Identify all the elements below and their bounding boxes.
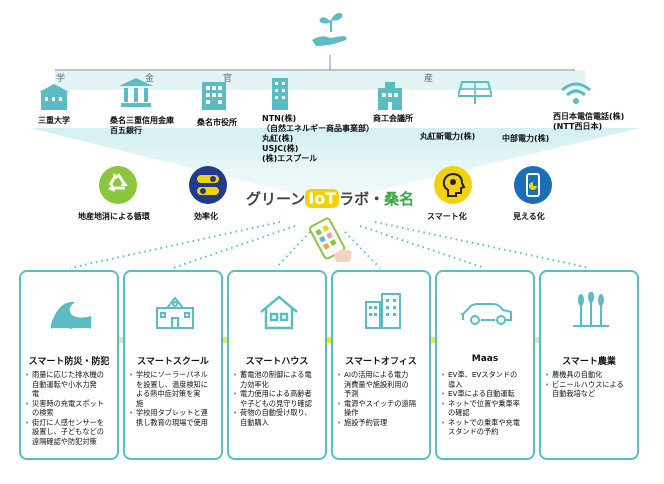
bank-icon	[119, 78, 153, 107]
list-item: EV車、EVスタンドの 導入	[441, 370, 533, 389]
org-ntt-west: 西日本電信電話(株)(NTT西日本)	[553, 112, 625, 131]
list-item: 電力使用による高齢者 や子どもの見守り確認	[233, 389, 325, 408]
tower-building-icon	[272, 78, 288, 110]
card-title: スマートハウス	[245, 357, 309, 367]
list-item: 荷物の自動受け取り、 自動購入	[233, 408, 325, 427]
card-smart-agriculture: スマート農業 農機具の自動化 ビニールハウスによる 自動栽培など	[539, 270, 639, 460]
org-marubeni-power: 丸紅新電力(株)	[420, 132, 476, 141]
card-item-list: 雨量に応じた排水機の 自動運転や小水力発 電 災害時の充電スポット の検索 街灯…	[25, 370, 117, 446]
list-item: ネットでの乗車や充電 スタンドの予約	[441, 418, 533, 437]
org-chubu-electric: 中部電力(株)	[502, 134, 550, 143]
list-item: ネットで位置や乗車率 の確認	[441, 399, 533, 418]
list-item: 蓄電池の制御による電 力効率化	[233, 370, 325, 389]
card-item-list: 農機具の自動化 ビニールハウスによる 自動栽培など	[545, 370, 637, 399]
org-mie-university: 三重大学	[38, 116, 70, 125]
sector-finance: 金	[145, 74, 155, 84]
card-item-list: AIの活用による電力 消費量や施設利用の 予測 電源やスイッチの遠隔 操作 施設…	[337, 370, 429, 427]
wheat-icon	[573, 292, 609, 327]
list-item: 雨量に応じた排水機の 自動運転や小水力発 電	[25, 370, 117, 399]
toggle-switch-icon	[189, 166, 227, 204]
wave-icon	[50, 301, 92, 330]
chamber-building-icon	[378, 82, 402, 110]
sector-academia: 学	[56, 74, 66, 84]
card-title: スマート防災・防犯	[28, 357, 110, 367]
card-item-list: 蓄電池の制御による電 力効率化 電力使用による高齢者 や子どもの見守り確認 荷物…	[233, 370, 325, 427]
sector-industry: 産	[424, 74, 434, 84]
card-item-list: 学校にソーラーパネル を設置し、温度検知に よる熱中症対策を実 施 学校用タブレ…	[129, 370, 221, 427]
card-title: スマートスクール	[137, 357, 209, 367]
list-item: 災害時の充電スポット の検索	[25, 399, 117, 418]
benefit-efficiency: 効率化	[194, 212, 218, 221]
mobile-chart-icon	[514, 166, 552, 204]
benefit-visualization: 見える化	[513, 212, 545, 221]
list-item: EV車による自動運転	[441, 389, 533, 399]
card-smart-house: スマートハウス 蓄電池の制御による電 力効率化 電力使用による高齢者 や子どもの…	[227, 270, 327, 460]
card-title: スマート農業	[562, 357, 616, 367]
org-chamber-of-commerce: 商工会議所	[373, 114, 413, 123]
card-smart-school: スマートスクール 学校にソーラーパネル を設置し、温度検知に よる熱中症対策を実…	[123, 270, 223, 460]
list-item: AIの活用による電力 消費量や施設利用の 予測	[337, 370, 429, 399]
hand-sprout-icon	[312, 12, 347, 46]
card-smart-office: スマートオフィス AIの活用による電力 消費量や施設利用の 予測 電源やスイッチ…	[331, 270, 431, 460]
recycle-icon	[99, 166, 137, 204]
list-item: ビニールハウスによる 自動栽培など	[545, 380, 637, 399]
card-maas: Maas EV車、EVスタンドの 導入 EV車による自動運転 ネットで位置や乗車…	[435, 270, 535, 460]
card-title: スマートオフィス	[345, 357, 417, 367]
hub-band	[55, 70, 585, 90]
funnel-shape	[30, 128, 640, 195]
list-item: 街灯に人感センサーを 設置し、子どもなどの 遠隔確認や防犯対策	[25, 418, 117, 447]
card-smart-disaster-prevention: スマート防災・防犯 雨量に応じた排水機の 自動運転や小水力発 電 災害時の充電ス…	[19, 270, 119, 460]
card-item-list: EV車、EVスタンドの 導入 EV車による自動運転 ネットで位置や乗車率 の確認…	[441, 370, 533, 437]
list-item: 施設予約管理	[337, 418, 429, 428]
benefit-circulation: 地産地消による循環	[78, 212, 150, 221]
city-hall-icon	[202, 82, 226, 110]
ev-car-icon	[461, 303, 512, 325]
hand-smartphone-icon	[309, 217, 352, 262]
solar-panel-icon	[458, 81, 492, 104]
benefit-smart: スマート化	[427, 212, 467, 221]
org-ntn-group: NTN(株)（自然エネルギー商品事業部）丸紅(株)USJC(株)(株)エスプール	[262, 114, 374, 163]
org-banks: 桑名三重信用金庫百五銀行	[110, 116, 174, 135]
sector-government: 官	[223, 74, 233, 84]
list-item: 農機具の自動化	[545, 370, 637, 380]
smart-brain-icon	[434, 166, 472, 204]
university-building-icon	[39, 84, 69, 110]
list-item: 電源やスイッチの遠隔 操作	[337, 399, 429, 418]
org-kuwana-city-hall: 桑名市役所	[197, 118, 237, 127]
card-title: Maas	[471, 354, 499, 364]
office-icon	[365, 293, 401, 329]
school-icon	[156, 296, 194, 329]
list-item: 学校用タブレットと連 携し教育の現場で使用	[129, 408, 221, 427]
house-icon	[260, 295, 298, 330]
list-item: 学校にソーラーパネル を設置し、温度検知に よる熱中症対策を実 施	[129, 370, 221, 408]
wifi-icon	[561, 82, 591, 104]
